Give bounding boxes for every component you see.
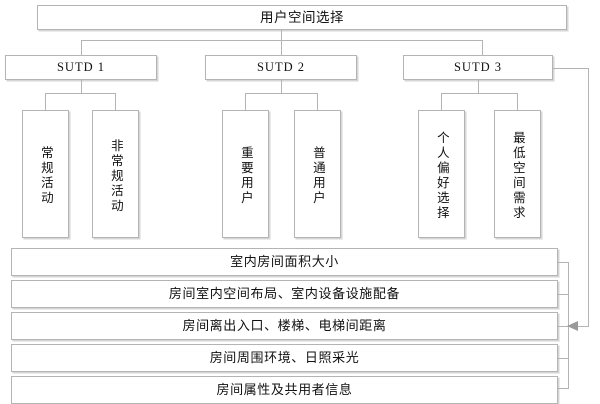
connector-root-to-branch-3 [482,40,483,55]
connector-branch3-bus [441,93,517,94]
leaf-node-regular-activity[interactable]: 常规活动 [22,110,69,238]
leaf-node-personal-preference[interactable]: 个人偏好选择 [418,110,465,238]
attribute-bar-interior-layout[interactable]: 房间室内空间布局、室内设备设施配备 [11,280,558,308]
connector-branch3-drop [478,80,479,93]
connector-bar5-stub [558,388,569,389]
branch-node-sutd-3[interactable]: SUTD 3 [403,55,553,80]
connector-branch1-drop [81,80,82,93]
connector-bar3-stub [558,326,569,327]
connector-branch2-drop [281,80,282,93]
connector-branch3-to-leaf5 [441,93,442,110]
leaf-node-normal-user[interactable]: 普通用户 [294,110,341,238]
connector-branch1-to-leaf2 [115,93,116,110]
connector-bar2-stub [558,294,569,295]
connector-feedback-vertical [588,68,589,326]
branch-node-sutd-1[interactable]: SUTD 1 [5,55,157,80]
connector-root-to-branch-1 [81,40,82,55]
branch-node-sutd-2[interactable]: SUTD 2 [205,55,357,80]
attribute-bar-distance-to-exits[interactable]: 房间离出入口、楼梯、电梯间距离 [11,312,558,340]
leaf-node-irregular-activity[interactable]: 非常规活动 [92,110,139,238]
leaf-node-minimum-space-demand[interactable]: 最低空间需求 [494,110,541,238]
attribute-bar-room-area[interactable]: 室内房间面积大小 [11,248,558,276]
connector-branch1-to-leaf1 [45,93,46,110]
leaf-node-important-user[interactable]: 重要用户 [222,110,269,238]
connector-root-to-branch-2 [281,40,282,55]
connector-feedback-into-bus [578,326,589,327]
attribute-bar-environment-daylight[interactable]: 房间周围环境、日照采光 [11,344,558,372]
connector-branch1-bus [45,93,116,94]
connector-bar4-stub [558,358,569,359]
connector-bar1-stub [558,262,569,263]
connector-sutd3-out [553,68,588,69]
attribute-bar-room-attributes[interactable]: 房间属性及共用者信息 [11,376,558,404]
root-node[interactable]: 用户空间选择 [37,5,567,30]
connector-root-drop [281,30,282,40]
connector-branch2-to-leaf3 [245,93,246,110]
connector-branch2-bus [245,93,317,94]
arrow-head-icon [567,321,578,331]
connector-branch2-to-leaf4 [317,93,318,110]
connector-branch3-to-leaf6 [517,93,518,110]
